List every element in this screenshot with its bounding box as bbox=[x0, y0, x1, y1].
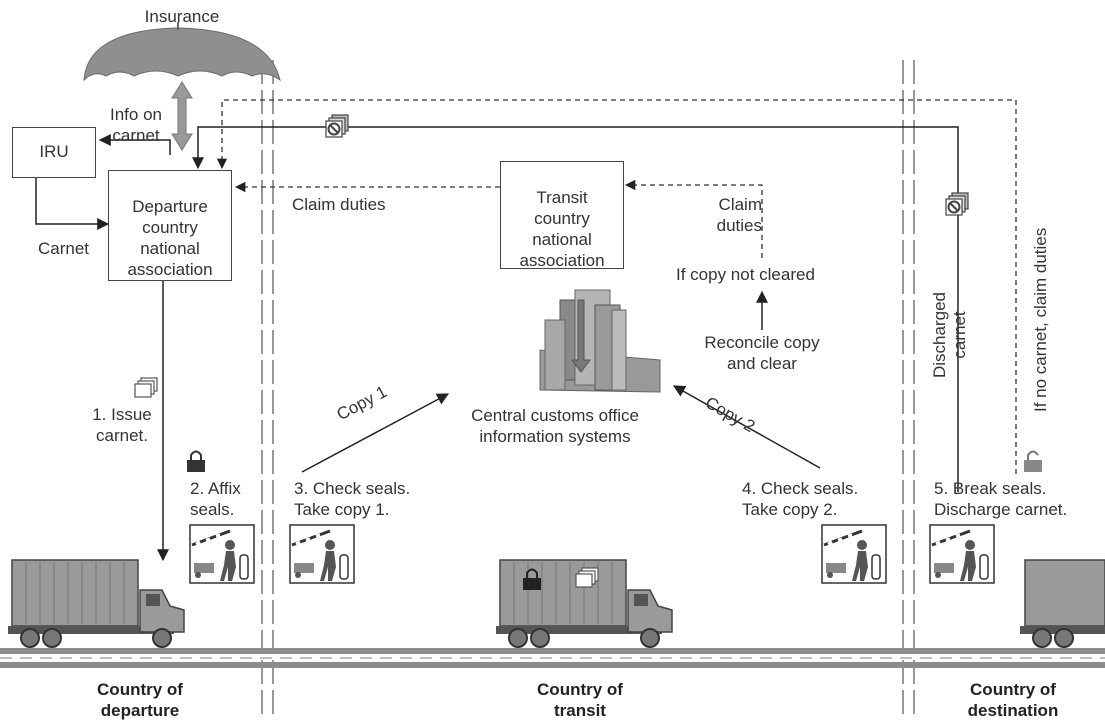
country-transit-label: Country of transit bbox=[537, 680, 623, 720]
carnet-document-icon bbox=[325, 114, 349, 138]
central-customs-label: Central customs office information syste… bbox=[471, 406, 639, 446]
open-padlock-icon bbox=[1024, 450, 1042, 472]
country-departure-label: Country of departure bbox=[97, 680, 183, 720]
if-copy-not-cleared-label: If copy not cleared bbox=[676, 265, 815, 284]
claim-duties-right-label: Claim duties bbox=[716, 195, 762, 235]
country-destination-label: Country of destination bbox=[967, 680, 1059, 720]
claim-duties-left-label: Claim duties bbox=[292, 195, 386, 214]
arrow-copy-1 bbox=[301, 393, 450, 473]
arrow-iru-to-departure bbox=[35, 178, 110, 230]
iru-box: IRU bbox=[12, 127, 96, 178]
customs-checkpoint-icon bbox=[928, 523, 996, 585]
arrow-to-iru bbox=[98, 134, 171, 155]
carnet-document-icon bbox=[575, 567, 599, 588]
umbrella-icon bbox=[83, 22, 281, 82]
reconcile-label: Reconcile copy and clear bbox=[704, 333, 820, 373]
step-4-label: 4. Check seals. Take copy 2. bbox=[742, 479, 859, 519]
arrow-copy-2 bbox=[672, 385, 821, 469]
step-3-label: 3. Check seals. Take copy 1. bbox=[294, 479, 411, 519]
truck-icon bbox=[1020, 559, 1105, 648]
departure-association-label: Departure country national association bbox=[127, 197, 213, 279]
step-1-label: 1. Issue carnet. bbox=[92, 405, 152, 445]
discharged-carnet-label: Discharged carnet bbox=[930, 292, 969, 378]
border-line-departure-transit bbox=[261, 60, 274, 720]
carnet-label: Carnet bbox=[38, 239, 90, 258]
insurance-label: Insurance bbox=[144, 7, 220, 26]
dashed-arrow-no-carnet bbox=[216, 99, 1017, 474]
info-double-arrow bbox=[171, 81, 193, 151]
transit-association-label: Transit country national association bbox=[519, 188, 605, 270]
iru-label: IRU bbox=[39, 142, 69, 161]
transit-association-box: Transit country national association bbox=[500, 161, 624, 270]
arrow-discharged-carnet bbox=[192, 126, 959, 492]
truck-icon bbox=[7, 559, 185, 648]
carnet-document-icon bbox=[945, 192, 969, 216]
building-icon bbox=[539, 289, 661, 393]
road bbox=[0, 648, 1105, 668]
dashed-arrow-claim-duties-right bbox=[624, 179, 763, 258]
departure-association-box: Departure country national association bbox=[108, 170, 232, 281]
padlock-icon bbox=[187, 450, 205, 472]
if-no-carnet-label: If no carnet, claim duties bbox=[1031, 227, 1050, 412]
customs-checkpoint-icon bbox=[288, 523, 356, 585]
step-2-label: 2. Affix seals. bbox=[190, 479, 241, 519]
info-on-carnet-label: Info on carnet bbox=[110, 105, 162, 145]
customs-checkpoint-icon bbox=[188, 523, 256, 585]
padlock-icon bbox=[523, 568, 541, 590]
step-5-label: 5. Break seals. Discharge carnet. bbox=[934, 479, 1068, 519]
border-line-transit-destination bbox=[902, 60, 915, 720]
customs-checkpoint-icon bbox=[820, 523, 888, 585]
carnet-document-icon bbox=[134, 377, 158, 398]
